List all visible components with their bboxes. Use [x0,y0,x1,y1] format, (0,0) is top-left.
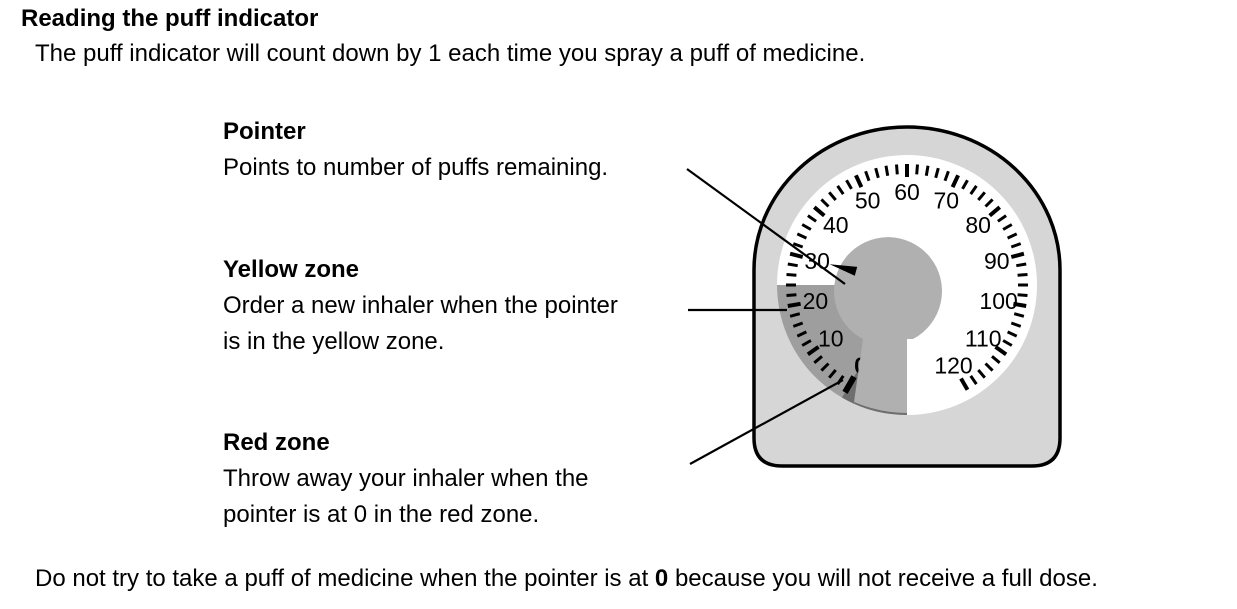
callout-yellow-heading: Yellow zone [223,256,360,283]
dial-tick [796,232,808,240]
dial-tick [1010,321,1022,328]
dial-tick [806,345,820,357]
dial-tick [1016,262,1027,268]
dial-tick [789,251,804,259]
dial-tick [984,362,994,372]
dial-tick [842,375,857,394]
dial-tick [1006,330,1018,338]
dial-label: 100 [979,288,1017,314]
dial-label: 40 [823,212,849,238]
dial-tick [1002,339,1013,347]
dial-label: 80 [965,212,991,238]
dial-tick [969,375,978,385]
dial-label: 110 [965,325,1002,351]
dial-tick [994,345,1008,357]
dial-ticks [786,164,1028,394]
dial-tick [845,179,853,190]
dial-tick [792,321,804,328]
dial-tick [864,170,871,182]
footer-text-before: Do not try to take a puff of medicine wh… [35,565,655,592]
callout-yellow-zone: Yellow zone Order a new inhaler when the… [223,252,618,360]
dial-labels: 0102030405060708090100110120 [803,179,1018,379]
dial-tick [836,185,845,195]
dial-tick [796,330,808,338]
dial-tick [924,165,930,176]
callout-pointer-text: Points to number of puffs remaining. [223,154,609,181]
dial-label: 10 [818,325,844,351]
dial-tick [984,198,994,208]
leader-line-pointer [686,168,846,285]
dial-tick [792,242,804,249]
dial-tick [1006,232,1018,240]
callout-red-heading: Red zone [223,429,330,456]
dial-tick [874,167,880,179]
dial-tick [1017,293,1028,297]
dial-tick [786,273,797,277]
dial-tick [961,179,969,190]
dial-tick [884,165,890,176]
callout-red-text-line2: pointer is at 0 in the red zone. [223,501,540,528]
dial-tick [813,205,826,218]
dial-tick [786,293,797,297]
dial-tick [820,198,830,208]
dial-tick [991,355,1001,364]
dial-tick [828,191,837,201]
dial-tick [1013,301,1027,308]
dial-label: 60 [894,179,920,205]
dial-tick [934,167,940,179]
dial-tick [977,369,986,379]
dial-label: 70 [934,188,960,214]
dial-tick [801,223,812,231]
dial-tick [959,377,970,391]
dial-tick [828,369,837,379]
pointer-arrow [829,264,858,276]
dial-tick [950,174,960,188]
intro-text: The puff indicator will count down by 1 … [35,40,866,67]
dial-tick [977,191,986,201]
dial-label: 20 [803,288,829,314]
dial-tick [1013,312,1025,318]
page-title: Reading the puff indicator [21,5,319,32]
dial-label: 50 [855,188,881,214]
dial-tick [813,355,823,364]
dial-label: 90 [984,248,1010,274]
dial-tick [801,339,812,347]
dial-tick [1010,251,1025,259]
dial-tick [820,362,830,372]
dial-tick [997,214,1007,223]
callout-yellow-text-line1: Order a new inhaler when the pointer [223,292,618,319]
dial-tick [789,312,801,318]
dial-tick [1002,223,1013,231]
footer-warning: Do not try to take a puff of medicine wh… [35,565,1098,593]
footer-text-after: because you will not receive a full dose… [668,565,1098,592]
dial-tick [807,214,817,223]
dial-tick [988,205,1001,218]
callout-red-text-line1: Throw away your inhaler when the [223,465,589,492]
dial-tick [943,170,950,182]
leader-line-red [689,379,844,465]
leader-lines [686,168,846,465]
callout-pointer-heading: Pointer [223,118,306,145]
callout-red-zone: Red zone Throw away your inhaler when th… [223,425,589,533]
dial-tick [915,164,919,175]
dial-hub-and-stem [834,237,943,413]
callout-pointer: Pointer Points to number of puffs remain… [223,114,608,186]
footer-bold-zero: 0 [654,565,669,592]
dial-tick [895,164,899,175]
dial-tick [1017,273,1028,277]
dial-tick [787,301,801,308]
callout-yellow-text-line2: is in the yellow zone. [223,328,445,355]
dial-tick [969,185,978,195]
dial-label: 120 [934,353,972,379]
dial-tick [787,262,798,268]
dial-tick [1010,242,1022,249]
dial-tick [854,174,864,188]
